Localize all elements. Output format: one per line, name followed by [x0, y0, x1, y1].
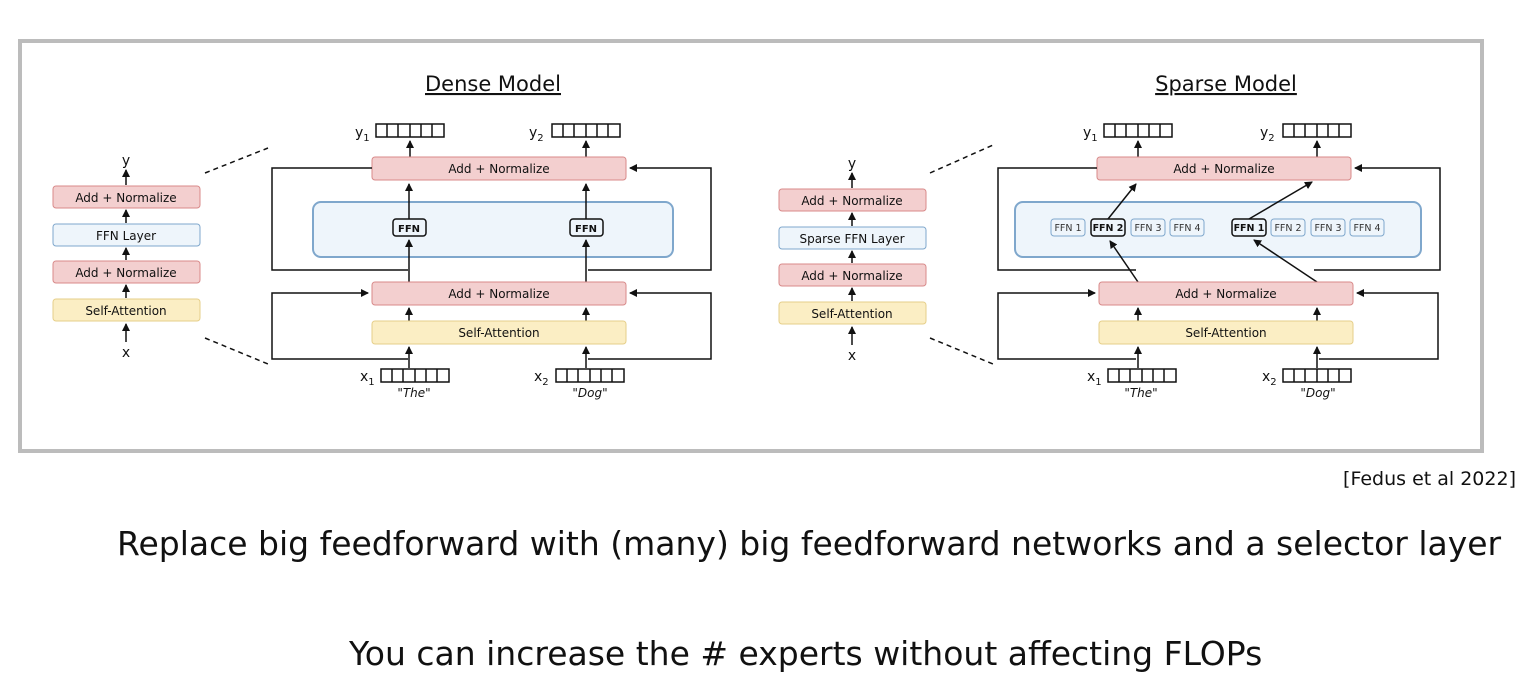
svg-text:FFN Layer: FFN Layer: [96, 229, 156, 243]
sparse-y1-vector: [1103, 123, 1173, 138]
svg-text:Sparse FFN Layer: Sparse FFN Layer: [799, 232, 904, 246]
sparse-stack-input: x: [848, 348, 856, 364]
sparse-x1-word: "The": [1124, 386, 1157, 400]
dense-y1-vector: [375, 123, 445, 138]
svg-text:Add + Normalize: Add + Normalize: [801, 194, 902, 208]
sparse-title: Sparse Model: [1155, 72, 1297, 96]
svg-text:Add + Normalize: Add + Normalize: [801, 269, 902, 283]
svg-text:Add + Normalize: Add + Normalize: [1175, 287, 1276, 301]
svg-text:y1: y1: [1083, 125, 1098, 144]
svg-text:FFN 3: FFN 3: [1134, 223, 1161, 234]
dense-stack-add-normalize-top: [52, 185, 201, 209]
svg-text:FFN: FFN: [575, 224, 597, 235]
sparse-x1-vector: [1107, 368, 1177, 383]
dense-stack: y Add + Normalize FFN Layer Add + Normal…: [52, 153, 201, 361]
sparse-expert-left-1: [1050, 218, 1086, 237]
dense-mid-add-normalize: [371, 281, 627, 306]
sparse-x2-word: "Dog": [1300, 386, 1335, 400]
svg-text:FFN 1: FFN 1: [1234, 223, 1265, 234]
caption-line-1: Replace big feedforward with (many) big …: [117, 524, 1502, 563]
sparse-model: Sparse Model y Add + Normalize Sparse FF…: [778, 72, 1441, 400]
svg-text:Self-Attention: Self-Attention: [1185, 326, 1266, 340]
svg-text:Add + Normalize: Add + Normalize: [75, 191, 176, 205]
sparse-stack-output: y: [848, 156, 856, 172]
svg-text:FFN 2: FFN 2: [1093, 223, 1124, 234]
svg-text:y2: y2: [529, 125, 544, 144]
sparse-y2-vector: [1282, 123, 1352, 138]
sparse-x2-vector: [1282, 368, 1352, 383]
dense-stack-self-attention: [52, 298, 201, 322]
svg-text:Add + Normalize: Add + Normalize: [448, 287, 549, 301]
svg-text:FFN 3: FFN 3: [1314, 223, 1341, 234]
dense-stack-ffn-layer: [52, 223, 201, 247]
dense-model: Dense Model y Add + Normalize FFN Layer …: [52, 72, 712, 400]
svg-text:FFN 4: FFN 4: [1173, 223, 1200, 234]
svg-text:Self-Attention: Self-Attention: [85, 304, 166, 318]
sparse-mid-add-normalize: [1098, 281, 1354, 306]
caption-line-2: You can increase the # experts without a…: [349, 634, 1263, 673]
svg-text:FFN: FFN: [398, 224, 420, 235]
svg-text:x1: x1: [360, 369, 375, 388]
svg-text:FFN 2: FFN 2: [1274, 223, 1301, 234]
sparse-expert-right-3: [1310, 218, 1346, 237]
sparse-expert-right-2: [1270, 218, 1306, 237]
sparse-stack-self-attention: [778, 301, 927, 325]
sparse-stack: y Add + Normalize Sparse FFN Layer Add +…: [778, 156, 927, 364]
sparse-self-attention: [1098, 320, 1354, 345]
svg-text:Add + Normalize: Add + Normalize: [75, 266, 176, 280]
sparse-expert-left-4: [1169, 218, 1205, 237]
svg-text:x2: x2: [534, 369, 549, 388]
sparse-expert-left-3: [1130, 218, 1166, 237]
svg-text:FFN 1: FFN 1: [1054, 223, 1081, 234]
dense-stack-add-normalize-bottom: [52, 260, 201, 284]
dense-x2-word: "Dog": [572, 386, 607, 400]
dense-ffn-container: [312, 201, 674, 258]
dense-y2-vector: [551, 123, 621, 138]
svg-text:x2: x2: [1262, 369, 1277, 388]
svg-text:Self-Attention: Self-Attention: [458, 326, 539, 340]
citation: [Fedus et al 2022]: [1343, 468, 1516, 490]
svg-text:x1: x1: [1087, 369, 1102, 388]
dense-stack-output: y: [122, 153, 130, 169]
sparse-stack-ffn-layer: [778, 226, 927, 250]
sparse-stack-add-normalize-bottom: [778, 263, 927, 287]
svg-text:FFN 4: FFN 4: [1353, 223, 1380, 234]
sparse-expert-right-4: [1349, 218, 1385, 237]
svg-text:y1: y1: [355, 125, 370, 144]
dense-x1-vector: [380, 368, 450, 383]
dense-self-attention: [371, 320, 627, 345]
svg-text:Add + Normalize: Add + Normalize: [448, 162, 549, 176]
sparse-stack-add-normalize-top: [778, 188, 927, 212]
svg-text:Add + Normalize: Add + Normalize: [1173, 162, 1274, 176]
dense-title: Dense Model: [425, 72, 561, 96]
dense-stack-input: x: [122, 345, 130, 361]
dense-x2-vector: [555, 368, 625, 383]
svg-text:y2: y2: [1260, 125, 1275, 144]
dense-x1-word: "The": [397, 386, 430, 400]
svg-text:Self-Attention: Self-Attention: [811, 307, 892, 321]
